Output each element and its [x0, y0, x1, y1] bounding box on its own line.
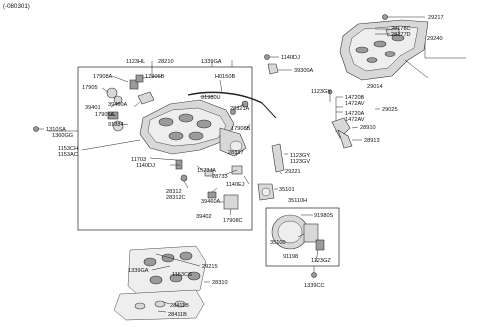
label-28177d: 28177D [391, 32, 411, 38]
label-28910: 28910 [360, 125, 376, 131]
label-1123gy-a: 1123GY [290, 153, 310, 159]
label-1123gz: 1123GZ [311, 258, 331, 264]
label-1153cs: 1153CS [172, 272, 192, 278]
support-bracket-part [271, 143, 285, 173]
lower-gasket-part [113, 289, 205, 321]
label-1140ej: 1140EJ [226, 182, 245, 188]
label-91980s: 91980S [314, 213, 334, 219]
label-29240: 29240 [427, 36, 443, 42]
label-1472av-2: 1472AV [345, 117, 365, 123]
intake-manifold-part [139, 99, 247, 157]
diagram-code: (-080301) [3, 3, 30, 10]
valve-part [129, 79, 139, 90]
label-29025: 29025 [382, 107, 398, 113]
label-17908a: 17908A [93, 74, 113, 80]
label-91198: 91198 [283, 254, 298, 260]
label-28913: 28913 [364, 138, 380, 144]
intake-manifold-frame [77, 66, 253, 231]
label-1310sa: 1310SA [46, 127, 66, 133]
label-28321a: 28321A [230, 106, 250, 112]
label-39402: 39402 [196, 214, 212, 220]
label-11703: 11703 [131, 157, 146, 163]
label-35100: 35100 [270, 240, 286, 246]
actuator-part [223, 194, 239, 210]
label-28733: 28733 [212, 174, 228, 180]
label-39460a-bot: 39460A [201, 199, 221, 205]
label-1472av-1: 1472AV [345, 101, 365, 107]
label-1153ch: 1153CH [58, 146, 78, 152]
label-14720a: 14720A [345, 111, 365, 117]
label-17905a: 17905A [95, 112, 115, 118]
bracket-part [337, 129, 353, 149]
label-35101: 35101 [279, 187, 295, 193]
label-1339ga-top: 1339GA [201, 59, 222, 65]
label-28312c: 28312C [166, 195, 186, 201]
label-28317: 28317 [228, 150, 244, 156]
engine-cover-part [339, 19, 429, 81]
label-14720b: 14720B [345, 95, 365, 101]
label-91884: 91884 [108, 122, 124, 128]
label-h0150b: H0150B [215, 74, 235, 80]
label-39401: 39401 [85, 105, 101, 111]
manifold-gasket-part [127, 245, 207, 301]
label-28178c: 28178C [391, 26, 411, 32]
label-1140dj-mid: 1140DJ [136, 163, 155, 169]
throttle-body-frame [265, 207, 340, 267]
label-17908c: 17908C [223, 218, 243, 224]
label-29014: 29014 [367, 84, 383, 90]
label-29215: 29215 [202, 264, 218, 270]
label-28210: 28210 [158, 59, 174, 65]
label-1123gy-top: 1123GY [311, 89, 331, 95]
label-1123hl: 1123HL [126, 59, 145, 65]
label-17905: 17905 [82, 85, 98, 91]
label-1123gv: 1123GV [290, 159, 310, 165]
label-39300a: 39300A [294, 68, 314, 74]
label-1153ac: 1153AC [58, 152, 78, 158]
label-35110h: 35110H [288, 198, 307, 204]
solenoid-part [106, 87, 118, 99]
label-1140dj-top: 1140DJ [281, 55, 300, 61]
label-28310: 28310 [212, 280, 228, 286]
label-91980u: 91980U [201, 95, 221, 101]
cover-bolt-part [382, 14, 388, 20]
bolt-part [33, 126, 39, 132]
label-29217: 29217 [428, 15, 444, 21]
label-29221: 29221 [285, 169, 301, 175]
label-28411b-a: 28411B [170, 303, 189, 309]
label-1339ga-bot: 1339GA [128, 268, 149, 274]
label-39460a-top: 39460A [108, 102, 128, 108]
throttle-body-part [271, 214, 325, 251]
label-17908b: 17908B [231, 126, 251, 132]
label-17905b: 17905B [145, 74, 165, 80]
label-28312: 28312 [166, 189, 182, 195]
label-1339cc: 1339CC [304, 283, 325, 289]
label-28411b-b: 28411B [168, 312, 187, 318]
label-1573ja: 1573JA [197, 168, 216, 174]
label-1360gg: 1360GG [52, 133, 73, 139]
sensor-part [267, 63, 279, 75]
